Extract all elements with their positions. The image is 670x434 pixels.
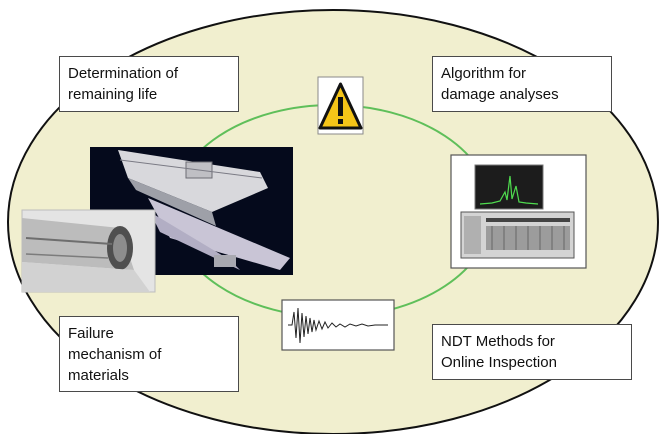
failure-mechanism-line-1: Failure xyxy=(68,325,114,342)
damage-analyses-box: Algorithm for damage analyses xyxy=(432,56,612,112)
turbine-blade-image xyxy=(21,209,156,293)
failure-mechanism-box: Failure mechanism of materials xyxy=(59,316,239,392)
ndt-methods-box: NDT Methods for Online Inspection xyxy=(432,324,632,380)
damage-analyses-line-2: damage analyses xyxy=(441,86,559,103)
remaining-life-line-1: Determination of xyxy=(68,65,179,82)
damage-analyses-line-1: Algorithm for xyxy=(441,65,527,82)
failure-mechanism-line-2: mechanism of xyxy=(68,346,162,363)
acoustic-signal-waveform xyxy=(281,299,395,351)
aircraft-wing-image xyxy=(90,147,293,275)
remaining-life-box: Determination of remaining life xyxy=(59,56,239,112)
spectrum-trace xyxy=(479,175,539,205)
warning-icon xyxy=(317,76,364,135)
ndt-methods-line-2: Online Inspection xyxy=(441,354,557,371)
failure-mechanism-line-3: materials xyxy=(68,367,129,384)
ndt-methods-line-1: NDT Methods for xyxy=(441,333,555,350)
measurement-instrument-image xyxy=(450,154,587,269)
remaining-life-line-2: remaining life xyxy=(68,86,158,103)
